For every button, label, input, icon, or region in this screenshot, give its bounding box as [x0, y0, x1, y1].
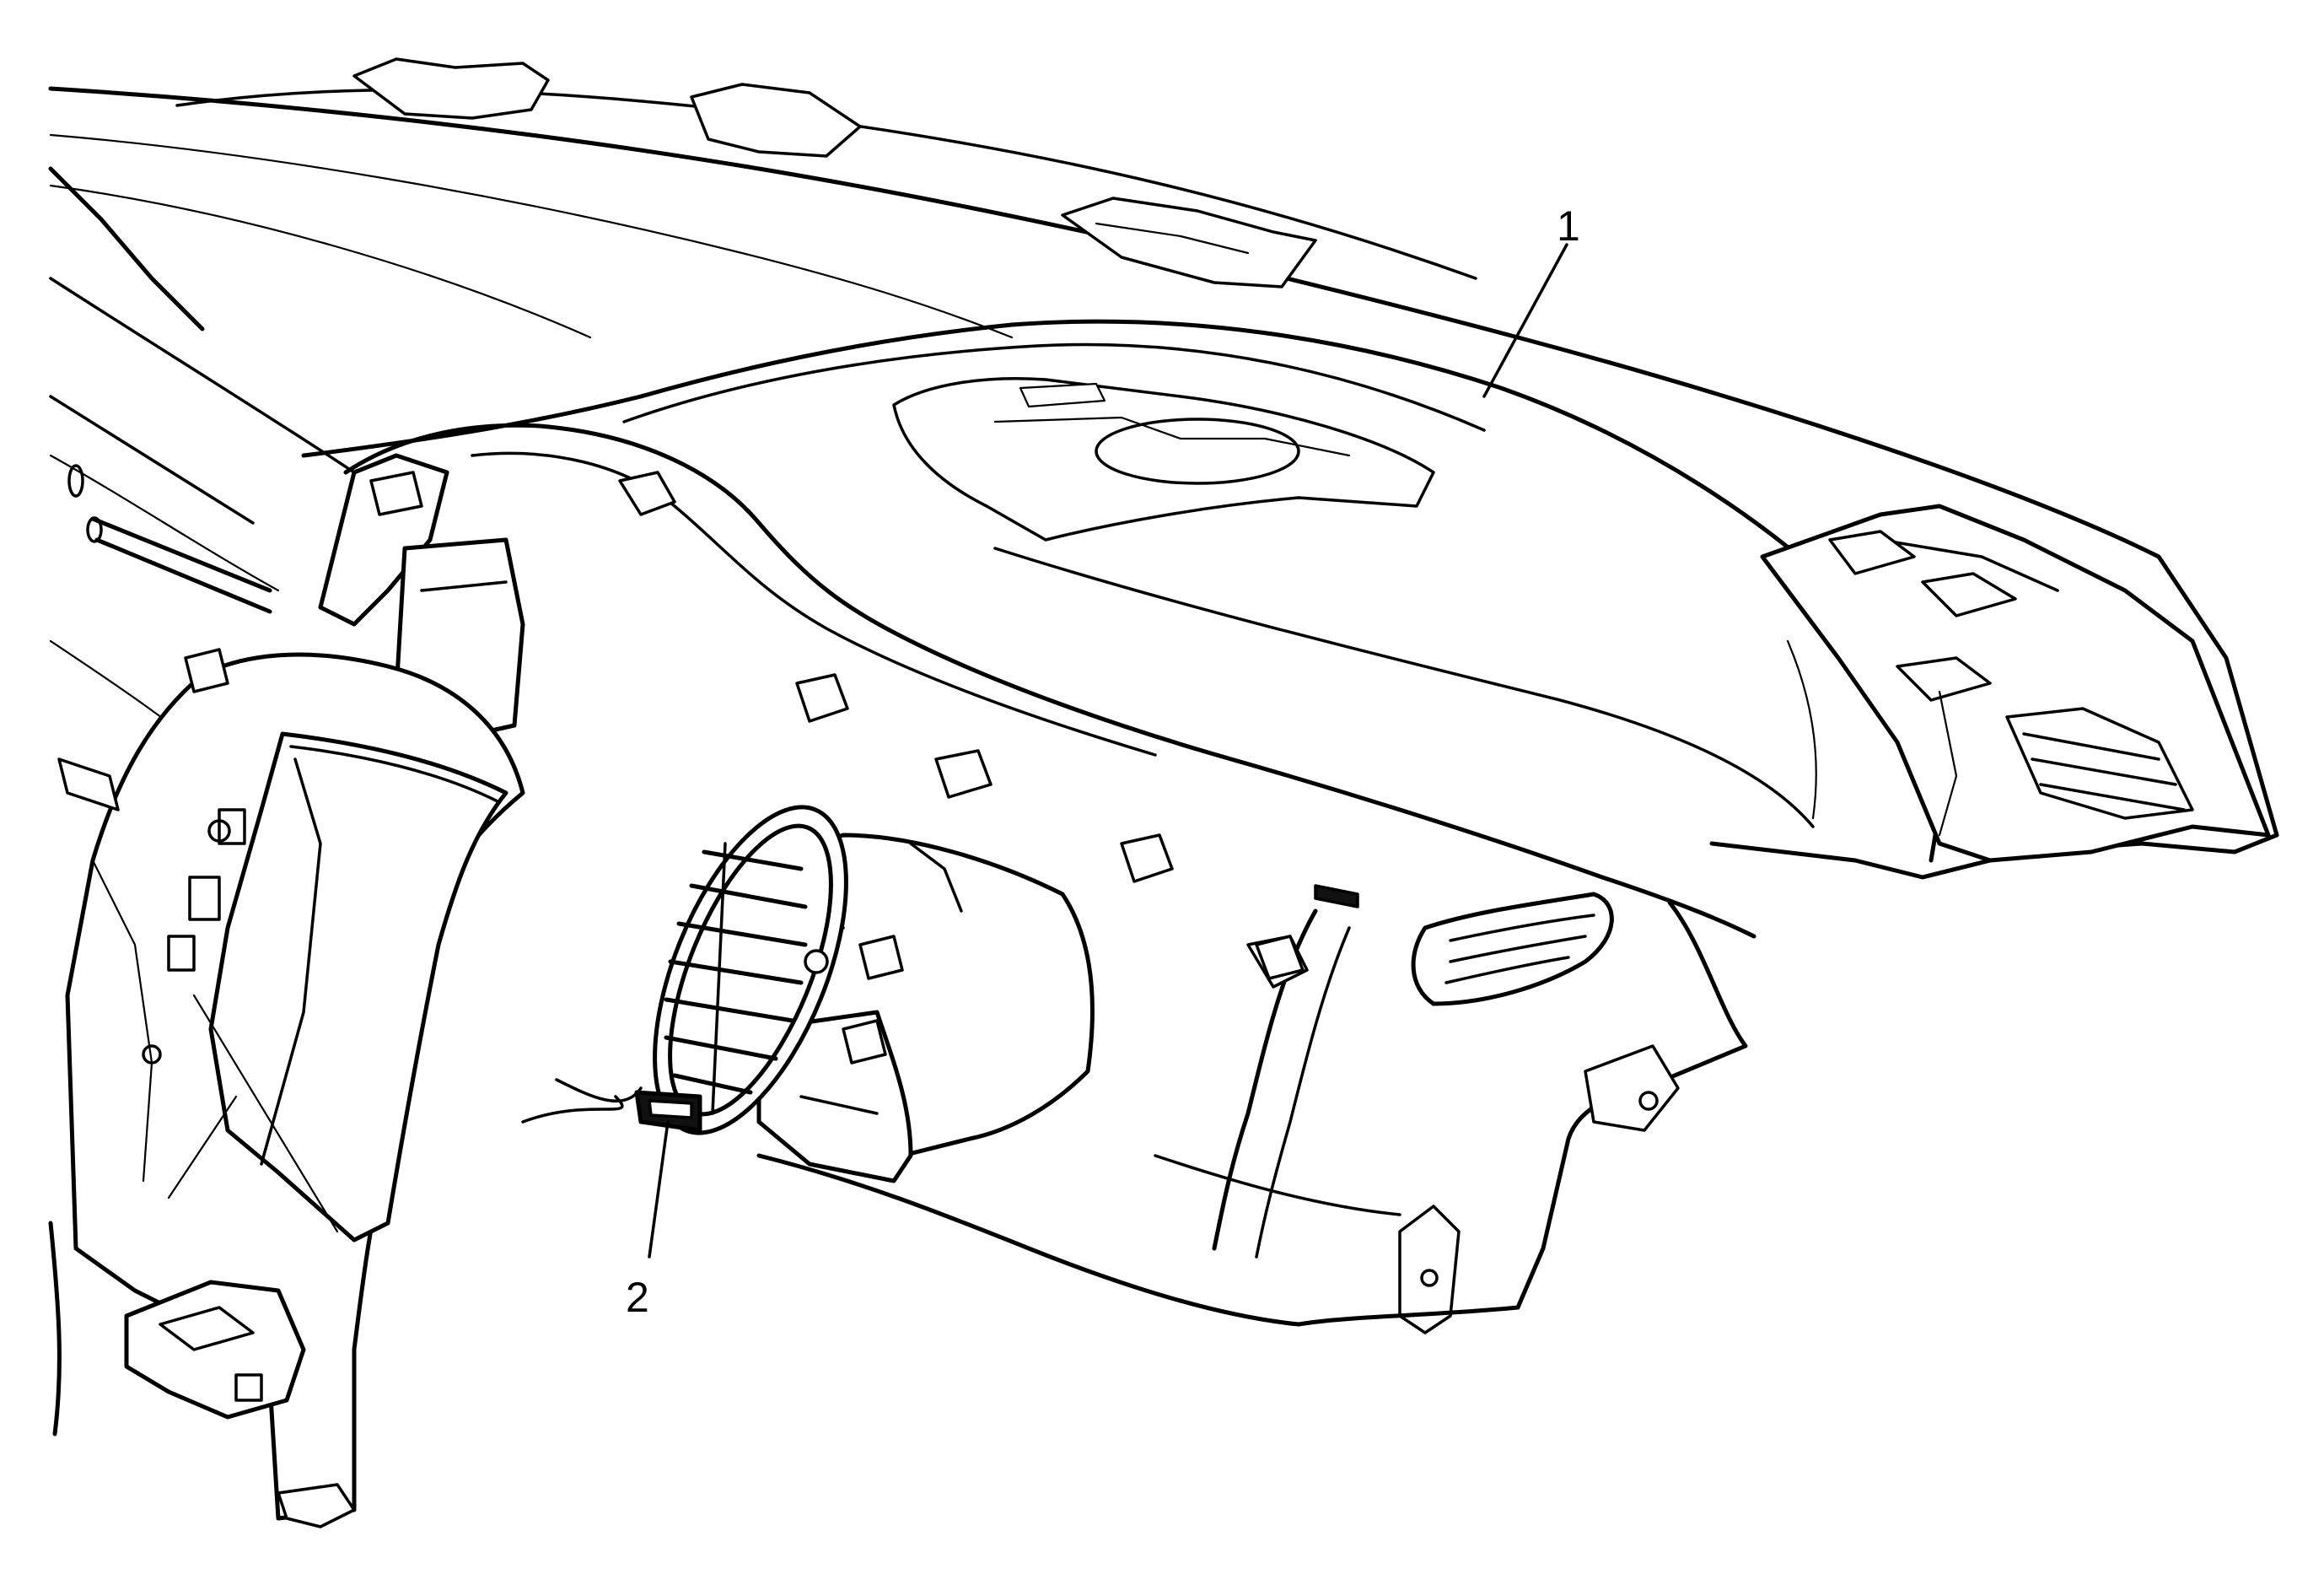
callout-2: 2 — [626, 1120, 670, 1321]
callout-1: 1 — [1482, 202, 1580, 398]
callout-2-label: 2 — [626, 1274, 649, 1321]
callout-1-label: 1 — [1557, 202, 1580, 250]
center-stack-area — [48, 166, 643, 1528]
instrument-panel-body — [48, 57, 2279, 1334]
air-outlet-assembly — [634, 805, 1095, 1183]
